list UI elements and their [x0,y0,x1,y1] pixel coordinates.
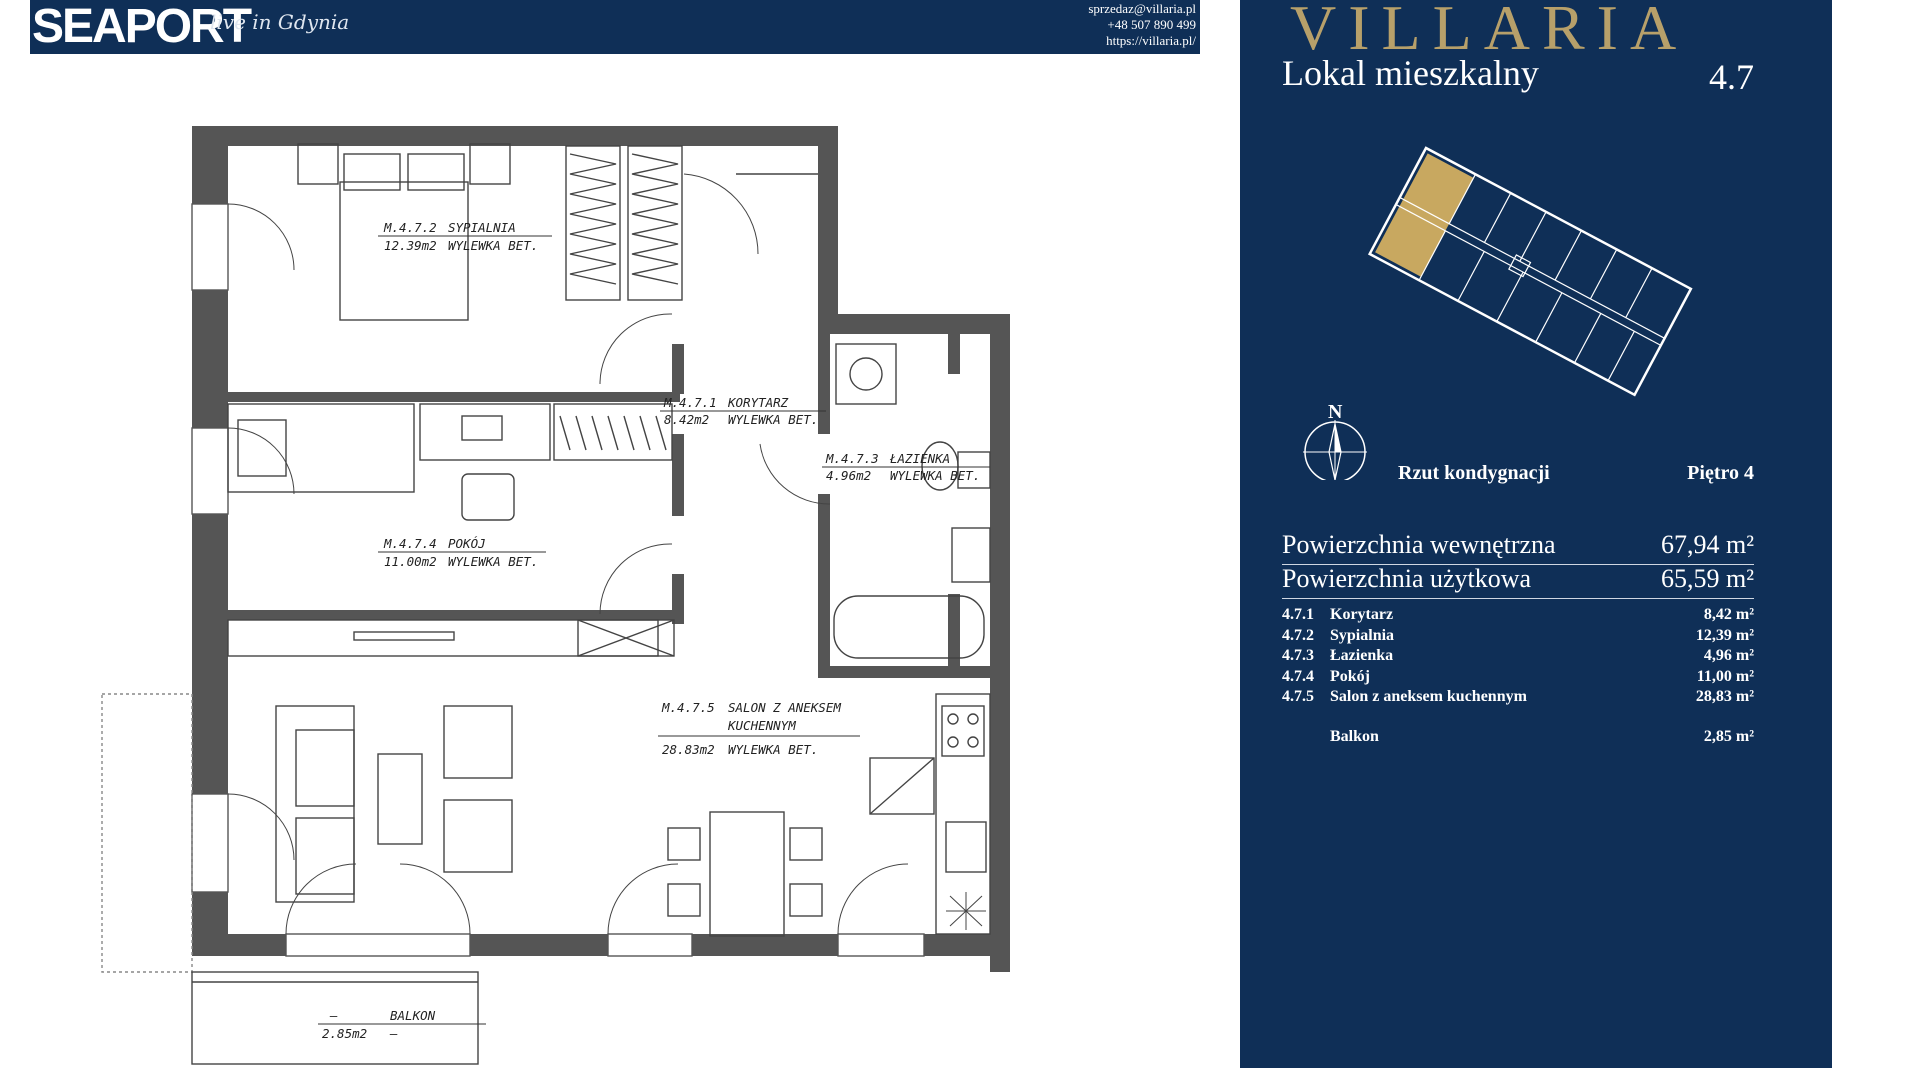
floor-number: Piętro 4 [1687,462,1754,484]
outer-walls [192,126,1010,972]
internal-area-row: Powierzchnia wewnętrzna 67,94 m² [1282,530,1754,559]
cooktop [941,705,985,757]
balcony-outline [191,971,479,1065]
balcony-value: 2,85 m² [1703,728,1754,745]
svg-text:WYLEWKA BET.: WYLEWKA BET. [890,468,980,483]
bed [339,181,469,321]
svg-text:M.4.7.5: M.4.7.5 [661,700,715,715]
svg-text:2.85m2: 2.85m2 [322,1026,367,1041]
svg-text:M.4.7.4: M.4.7.4 [383,536,437,551]
svg-text:WYLEWKA BET.: WYLEWKA BET. [728,742,818,757]
wardrobe-2 [627,145,683,301]
contact-block: sprzedaz@villaria.pl +48 507 890 499 htt… [1088,1,1196,49]
svg-text:12.39m2: 12.39m2 [384,238,437,253]
room-label-sypialnia: M.4.7.2 SYPIALNIA 12.39m2 WYLEWKA BET. [378,220,552,253]
bottom-windows [285,933,925,957]
washing-machine [835,343,897,405]
bed-small [227,403,415,493]
balcony-label: Balkon [1330,728,1379,745]
svg-text:SALON Z ANEKSEM: SALON Z ANEKSEM [728,700,841,715]
svg-text:BALKON: BALKON [390,1008,436,1023]
svg-text:POKÓJ: POKÓJ [448,536,486,551]
usable-area-row: Powierzchnia użytkowa 65,59 m² [1282,564,1754,593]
svg-text:SYPIALNIA: SYPIALNIA [448,220,516,235]
svg-text:KORYTARZ: KORYTARZ [727,395,789,410]
svg-text:–: – [329,1008,338,1023]
svg-text:–: – [389,1026,398,1041]
room-label-balkon: – BALKON 2.85m2 – [318,1008,486,1041]
compass-icon: N [1303,401,1367,480]
armchair-1 [443,705,513,779]
interior-walls [228,334,998,678]
unit-number: 4.7 [1709,57,1754,97]
contact-email[interactable]: sprzedaz@villaria.pl [1088,1,1196,16]
svg-text:N: N [1328,401,1343,423]
svg-text:4.96m2: 4.96m2 [826,468,871,483]
header-bar: SEAPORT live in Gdynia sprzedaz@villaria… [30,0,1200,54]
room-label-lazienka: M.4.7.3 ŁAZIENKA 4.96m2 WYLEWKA BET. [822,451,990,483]
contact-phone[interactable]: +48 507 890 499 [1107,17,1196,32]
shelf [553,403,673,461]
contact-website[interactable]: https://villaria.pl/ [1106,33,1196,48]
kitchen-counter [935,693,991,935]
building-location-map: N [1303,146,1693,480]
bathtub [833,595,985,659]
left-windows [191,203,229,893]
room-label-korytarz: M.4.7.1 KORYTARZ 8.42m2 WYLEWKA BET. [660,395,826,427]
highlighted-unit [1375,153,1474,277]
seaport-logo: SEAPORT [32,0,252,53]
wardrobe-1 [565,145,621,301]
svg-text:M.4.7.3: M.4.7.3 [825,451,879,466]
sink [951,527,991,583]
svg-text:8.42m2: 8.42m2 [664,412,709,427]
tagline: live in Gdynia [210,10,350,34]
sofa [275,705,355,903]
armchair-2 [443,799,513,873]
svg-text:KUCHENNYM: KUCHENNYM [727,718,796,733]
desk [419,403,551,461]
svg-text:M.4.7.1: M.4.7.1 [663,395,717,410]
kitchen-sink [945,821,987,873]
svg-text:M.4.7.2: M.4.7.2 [383,220,437,235]
unit-title: Lokal mieszkalny [1282,53,1539,93]
svg-text:WYLEWKA BET.: WYLEWKA BET. [448,238,538,253]
floor-plan-caption: Rzut kondygnacji [1398,462,1550,484]
svg-text:11.00m2: 11.00m2 [384,554,437,569]
svg-text:28.83m2: 28.83m2 [662,742,715,757]
room-label-pokoj: M.4.7.4 POKÓJ 11.00m2 WYLEWKA BET. [378,536,546,569]
room-label-salon: M.4.7.5 SALON Z ANEKSEM KUCHENNYM 28.83m… [658,700,860,757]
info-panel: VILLARIA Lokal mieszkalny 4.7 [1240,0,1832,1068]
coffee-table [377,753,423,845]
floor-plan: M.4.7.2 SYPIALNIA 12.39m2 WYLEWKA BET. M… [101,126,1010,1065]
svg-text:WYLEWKA BET.: WYLEWKA BET. [728,412,818,427]
svg-text:WYLEWKA BET.: WYLEWKA BET. [448,554,538,569]
dining-table [709,811,785,937]
villaria-logo: VILLARIA [1290,0,1689,63]
svg-text:ŁAZIENKA: ŁAZIENKA [889,451,950,466]
